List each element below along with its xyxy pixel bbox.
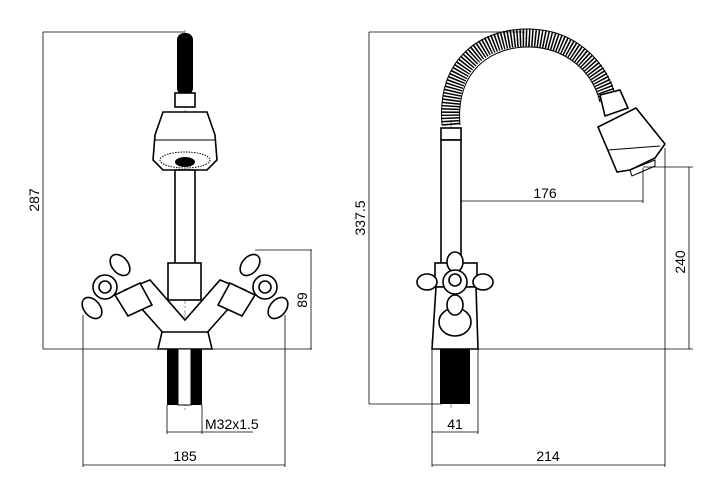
side-handle — [416, 251, 494, 316]
dimension-reach-176: 176 — [533, 185, 557, 201]
dimension-handle-89: 89 — [294, 292, 310, 308]
front-stem — [174, 169, 196, 266]
dimension-width-214: 214 — [536, 448, 560, 464]
side-body — [431, 262, 479, 404]
front-handle-left — [81, 253, 131, 320]
side-stem — [440, 139, 462, 266]
side-hose-connector — [440, 127, 462, 141]
front-hose — [174, 33, 196, 108]
side-flex-hose — [441, 28, 617, 126]
dimension-base-41: 41 — [447, 416, 463, 432]
front-spray-head — [152, 111, 218, 171]
front-handle-right — [239, 253, 289, 320]
dimension-thread: M32x1.5 — [205, 416, 259, 432]
front-view: 287 89 M32x1.5 185 — [26, 30, 312, 467]
side-spray-head — [596, 89, 667, 177]
dimension-width-185: 185 — [173, 448, 197, 464]
dimension-height-287: 287 — [26, 188, 42, 212]
dimension-height-337-5: 337.5 — [352, 200, 368, 235]
side-dimensions — [368, 31, 693, 467]
dimension-spout-240: 240 — [672, 250, 688, 274]
front-body — [113, 262, 257, 406]
side-view: 337.5 176 240 41 214 — [352, 28, 693, 467]
